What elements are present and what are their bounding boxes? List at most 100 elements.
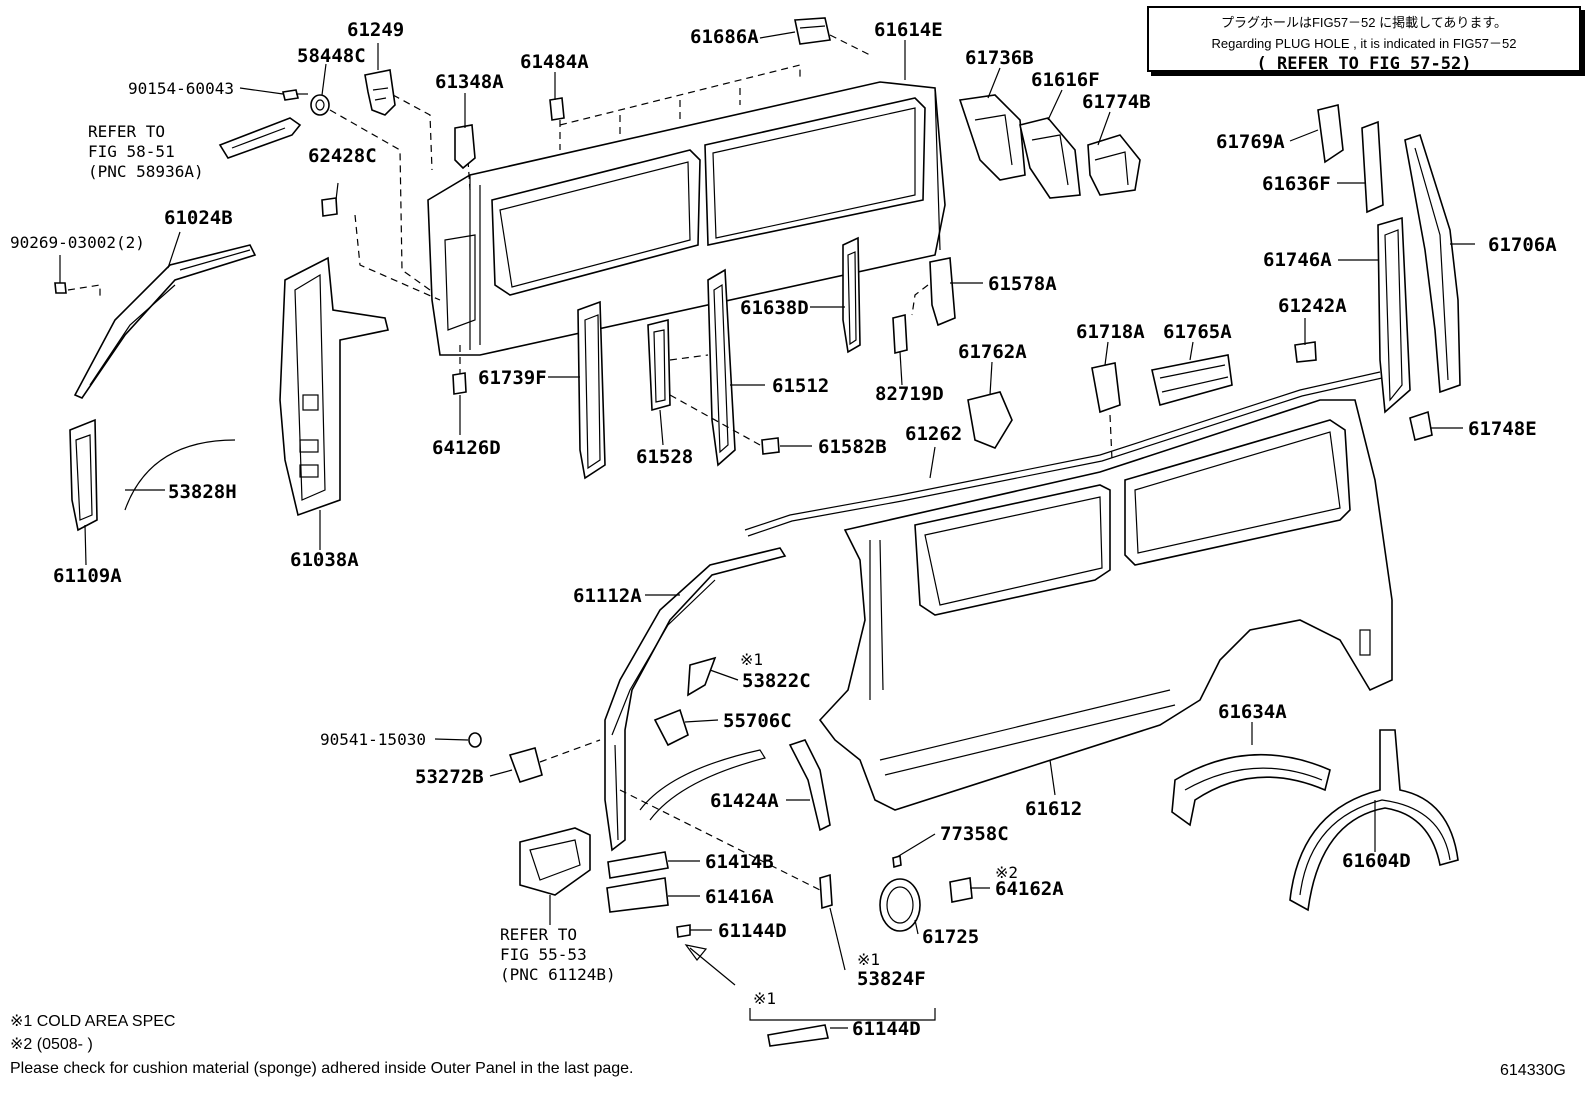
label-64162A: 64162A	[995, 878, 1064, 900]
pillar-61528	[647, 318, 671, 412]
label-61706A: 61706A	[1488, 234, 1557, 256]
ref-fig-58-51: REFER TO FIG 58-51 (PNC 58936A)	[88, 122, 204, 181]
label-61718A: 61718A	[1076, 321, 1145, 343]
label-61736B: 61736B	[965, 47, 1034, 69]
ref-line-1: REFER TO	[500, 925, 577, 944]
label-61424A: 61424A	[710, 790, 779, 812]
ref-line-2: FIG 58-51	[88, 142, 175, 161]
label-61739F: 61739F	[478, 367, 547, 389]
label-61512: 61512	[772, 375, 829, 397]
bracket-61718A	[1091, 362, 1121, 414]
ref-line-3: (PNC 61124B)	[500, 965, 616, 984]
label-61748E: 61748E	[1468, 418, 1537, 440]
screw-90154-60043	[282, 89, 308, 101]
label-61024B: 61024B	[164, 207, 233, 229]
label-61144D-b: 61144D	[852, 1018, 921, 1040]
roof-rail-61024B	[73, 244, 257, 399]
label-61686A: 61686A	[690, 26, 759, 48]
label-61582B: 61582B	[818, 436, 887, 458]
note-line-ref: ( REFER TO FIG 57-52)	[1256, 54, 1472, 74]
figure-id: 614330G	[1500, 1062, 1566, 1079]
label-61612: 61612	[1025, 798, 1082, 820]
outer-panel-61612	[818, 399, 1393, 811]
bolt-61144D	[676, 924, 691, 938]
label-61578A: 61578A	[988, 273, 1057, 295]
pillar-61112A	[604, 547, 787, 852]
note-line-en: Regarding PLUG HOLE , it is indicated in…	[1211, 36, 1517, 51]
label-53824F: 53824F	[857, 968, 926, 990]
bracket-61769A	[1317, 104, 1344, 164]
wheelhouse-outer-61634A	[1171, 753, 1331, 827]
label-53272B: 53272B	[415, 766, 484, 788]
label-61112A: 61112A	[573, 585, 642, 607]
weatherstrip-53828H	[124, 439, 236, 511]
label-61144D: 61144D	[718, 920, 787, 942]
plate-82719D	[892, 313, 908, 355]
panel-61736B	[958, 94, 1026, 181]
label-90269-03002: 90269-03002(2)	[10, 233, 145, 252]
wheelhouse-front-61424A	[788, 739, 831, 832]
mark-64162A: ※2	[995, 863, 1018, 882]
wheel-arch-front	[639, 749, 766, 821]
label-61262: 61262	[905, 423, 962, 445]
leader-lines	[59, 31, 1475, 1029]
front-floor-61124B	[519, 827, 591, 896]
label-61484A: 61484A	[520, 51, 589, 73]
hinge-55706C	[653, 708, 689, 747]
label-61725: 61725	[922, 926, 979, 948]
refer-note-box: プラグホールはFIG57－52 に掲載してあります。 Regarding PLU…	[1147, 6, 1581, 74]
mark-61144D: ※1	[753, 989, 776, 1008]
bracket-61578A	[929, 257, 956, 327]
wheelhouse-inner-61604D	[1289, 729, 1459, 912]
pillar-61512	[707, 268, 736, 467]
label-61765A: 61765A	[1163, 321, 1232, 343]
bracket-58936A	[218, 117, 302, 159]
clip-61484A	[549, 97, 565, 121]
ref-fig-55-53: REFER TO FIG 55-53 (PNC 61124B)	[500, 925, 616, 984]
label-82719D: 82719D	[875, 383, 944, 405]
label-61774B: 61774B	[1082, 91, 1151, 113]
roof-drip-61262	[744, 371, 1381, 531]
footnote-cold-area: ※1 COLD AREA SPEC	[10, 1013, 175, 1030]
label-53828H: 53828H	[168, 481, 237, 503]
part-labels: 61249 58448C 90154-60043 61348A 61484A 6…	[10, 19, 1557, 1040]
reinforcement-61765A	[1151, 354, 1233, 406]
reinforcement-61414B	[607, 851, 669, 879]
label-61769A: 61769A	[1216, 131, 1285, 153]
label-61604D: 61604D	[1342, 850, 1411, 872]
label-61638D: 61638D	[740, 297, 809, 319]
ref-line-1: REFER TO	[88, 122, 165, 141]
label-61414B: 61414B	[705, 851, 774, 873]
bracket-53272B	[508, 747, 543, 783]
panel-61616F	[1019, 117, 1081, 199]
reinforcement-61144D-alt	[767, 1024, 829, 1047]
bracket-61748E	[1409, 410, 1433, 442]
pillar-61038A	[279, 256, 389, 517]
label-53822C: 53822C	[742, 670, 811, 692]
label-61762A: 61762A	[958, 341, 1027, 363]
label-64126D: 64126D	[432, 437, 501, 459]
label-61616F: 61616F	[1031, 69, 1100, 91]
bracket-53822C	[687, 656, 717, 697]
label-61746A: 61746A	[1263, 249, 1332, 271]
trim-53824F	[819, 873, 833, 910]
footnote-date: ※2 (0508- )	[10, 1036, 93, 1053]
bolt-90269-03002	[54, 282, 67, 294]
bracket-61762A	[967, 391, 1013, 449]
pillar-61109A	[69, 418, 98, 532]
label-61348A: 61348A	[435, 71, 504, 93]
clip-77358C	[892, 854, 902, 869]
label-61242A: 61242A	[1278, 295, 1347, 317]
direction-arrow	[684, 944, 736, 986]
label-55706C: 55706C	[723, 710, 792, 732]
footnote-cushion: Please check for cushion material (spong…	[10, 1060, 633, 1077]
gusset-61348A	[454, 124, 476, 170]
pillar-61638D	[842, 236, 861, 354]
label-90154-60043: 90154-60043	[128, 79, 234, 98]
label-61636F: 61636F	[1262, 173, 1331, 195]
label-61249: 61249	[347, 19, 404, 41]
label-61634A: 61634A	[1218, 701, 1287, 723]
bracket-61249	[364, 69, 396, 116]
label-77358C: 77358C	[940, 823, 1009, 845]
